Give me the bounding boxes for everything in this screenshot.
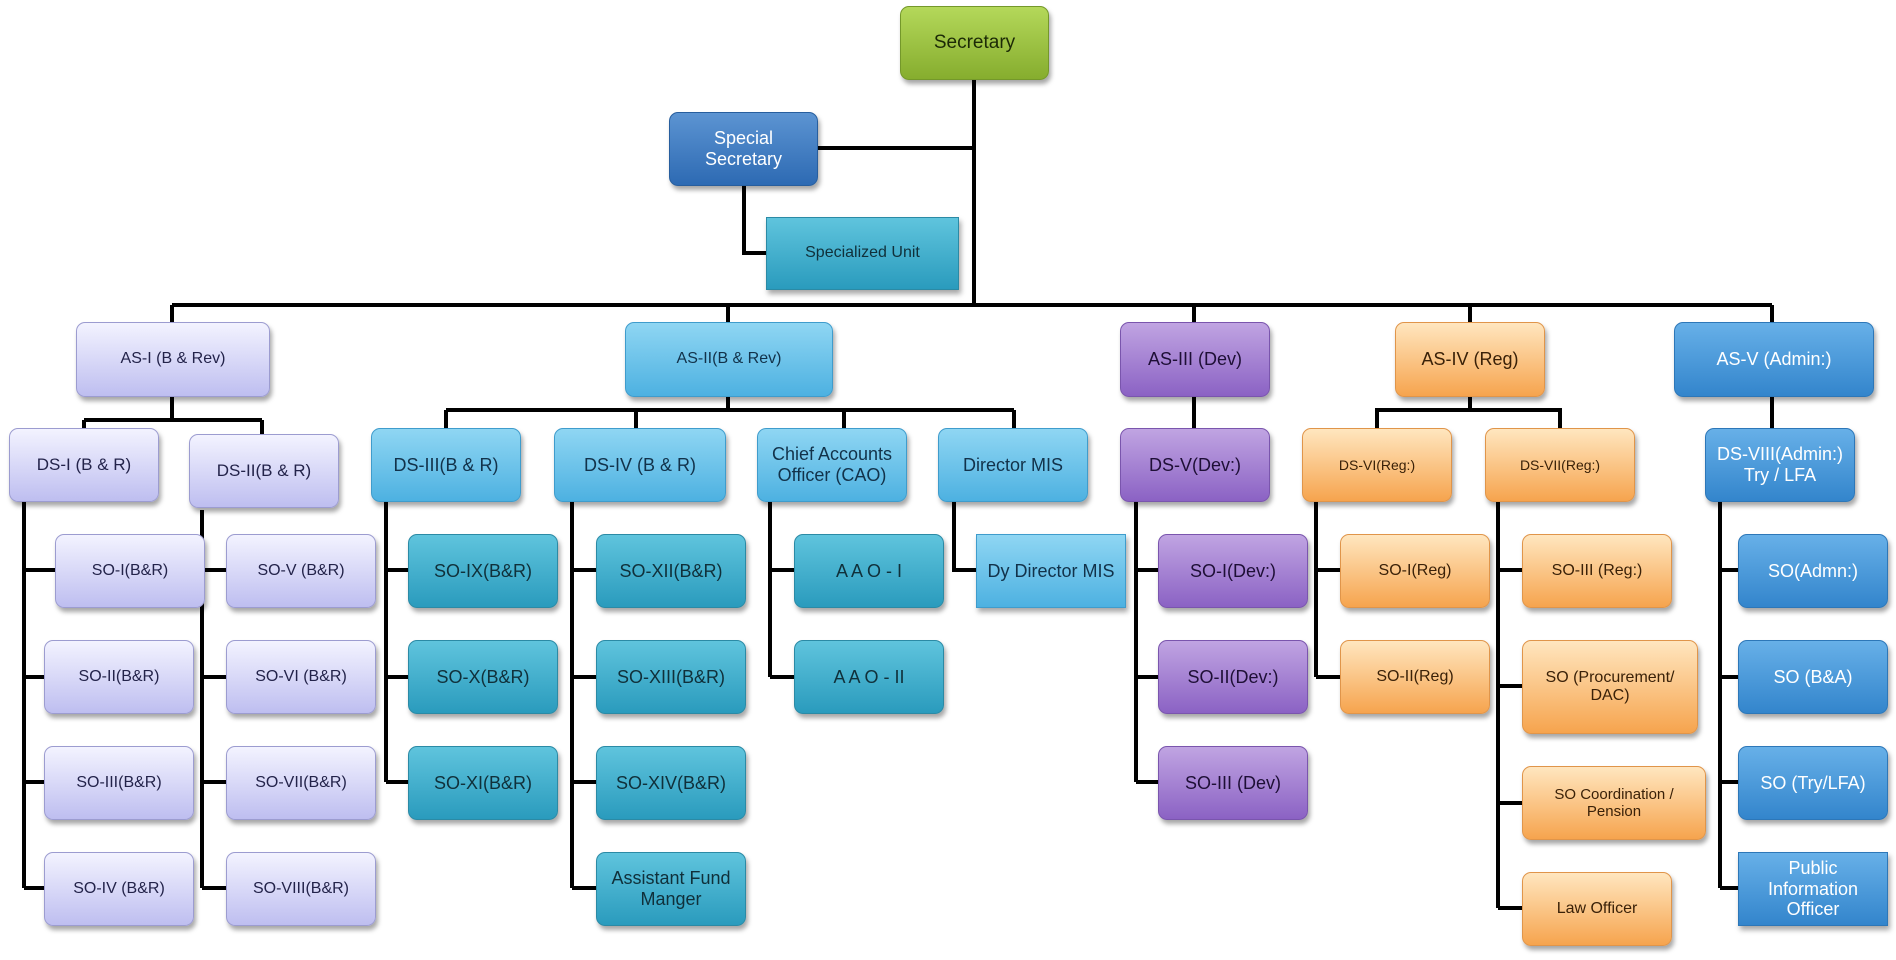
so-box: SO-IX(B&R) bbox=[408, 534, 558, 608]
ds2-box: DS-II(B & R) bbox=[189, 434, 339, 508]
so-box: SO-III (Dev) bbox=[1158, 746, 1308, 820]
connector-ds1 bbox=[22, 502, 55, 890]
so-box: SO-X(B&R) bbox=[408, 640, 558, 714]
as2-box: AS-II(B & Rev) bbox=[625, 322, 833, 397]
so-box: SO-VII(B&R) bbox=[226, 746, 376, 820]
so-box: SO-III(B&R) bbox=[44, 746, 194, 820]
so-box: SO-XII(B&R) bbox=[596, 534, 746, 608]
connector-cao bbox=[768, 502, 794, 679]
connector-ds6 bbox=[1314, 502, 1340, 679]
so-box: SO-XIII(B&R) bbox=[596, 640, 746, 714]
connector-as1 bbox=[82, 397, 264, 434]
aao-box: A A O - II bbox=[794, 640, 944, 714]
ds4-box: DS-IV (B & R) bbox=[554, 428, 726, 502]
so-procurement-box: SO (Procurement/ DAC) bbox=[1522, 640, 1698, 734]
so-box: SO-II(Reg) bbox=[1340, 640, 1490, 714]
connector-as-drops bbox=[170, 305, 1774, 322]
so-coordination-box: SO Coordination / Pension bbox=[1522, 766, 1706, 840]
as3-box: AS-III (Dev) bbox=[1120, 322, 1270, 397]
so-box: SO-I(B&R) bbox=[55, 534, 205, 608]
so-box: SO-VI (B&R) bbox=[226, 640, 376, 714]
so-box: SO-V (B&R) bbox=[226, 534, 376, 608]
connector-specialized-unit bbox=[742, 186, 766, 255]
so-box: SO-I(Dev:) bbox=[1158, 534, 1308, 608]
as5-box: AS-V (Admin:) bbox=[1674, 322, 1874, 397]
as4-box: AS-IV (Reg) bbox=[1395, 322, 1545, 397]
secretary-box: Secretary bbox=[900, 6, 1049, 80]
public-information-officer-box: Public Information Officer bbox=[1738, 852, 1888, 926]
so-box: SO (Try/LFA) bbox=[1738, 746, 1888, 820]
ds7-box: DS-VII(Reg:) bbox=[1485, 428, 1635, 502]
connector-ds7 bbox=[1496, 502, 1522, 910]
so-box: SO-I(Reg) bbox=[1340, 534, 1490, 608]
so-box: SO-XIV(B&R) bbox=[596, 746, 746, 820]
ds8-box: DS-VIII(Admin:) Try / LFA bbox=[1705, 428, 1855, 502]
connector-ds8 bbox=[1718, 502, 1738, 890]
ds1-box: DS-I (B & R) bbox=[9, 428, 159, 502]
connector-as4 bbox=[1375, 397, 1562, 428]
so-box: SO-II(Dev:) bbox=[1158, 640, 1308, 714]
as1-box: AS-I (B & Rev) bbox=[76, 322, 270, 397]
director-mis-box: Director MIS bbox=[938, 428, 1088, 502]
ds6-box: DS-VI(Reg:) bbox=[1302, 428, 1452, 502]
assistant-fund-manager-box: Assistant Fund Manger bbox=[596, 852, 746, 926]
dy-director-mis-box: Dy Director MIS bbox=[976, 534, 1126, 608]
connector-ds3 bbox=[384, 502, 408, 784]
specialized-unit-box: Specialized Unit bbox=[766, 217, 959, 290]
so-box: SO-XI(B&R) bbox=[408, 746, 558, 820]
so-box: SO(Admn:) bbox=[1738, 534, 1888, 608]
connector-as2 bbox=[444, 397, 1016, 428]
so-box: SO-II(B&R) bbox=[44, 640, 194, 714]
connector-ds2 bbox=[200, 510, 226, 890]
connector-ds4 bbox=[570, 502, 596, 890]
special-secretary-box: Special Secretary bbox=[669, 112, 818, 186]
so-box: SO (B&A) bbox=[1738, 640, 1888, 714]
ds5-box: DS-V(Dev:) bbox=[1120, 428, 1270, 502]
ds3-box: DS-III(B & R) bbox=[371, 428, 521, 502]
cao-box: Chief Accounts Officer (CAO) bbox=[757, 428, 907, 502]
so-box: SO-IV (B&R) bbox=[44, 852, 194, 926]
aao-box: A A O - I bbox=[794, 534, 944, 608]
connector-mis bbox=[952, 502, 976, 572]
so-box: SO-III (Reg:) bbox=[1522, 534, 1672, 608]
law-officer-box: Law Officer bbox=[1522, 872, 1672, 946]
connector-ds5 bbox=[1134, 502, 1158, 784]
so-box: SO-VIII(B&R) bbox=[226, 852, 376, 926]
